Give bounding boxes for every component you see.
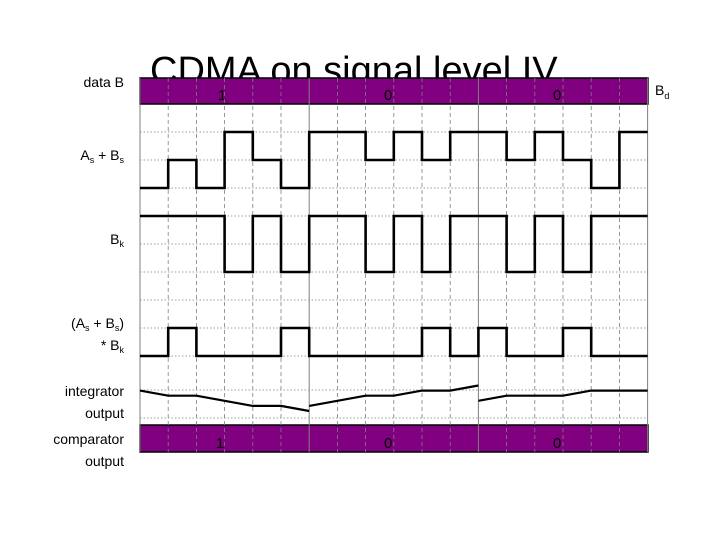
integrator-segment-2 [309, 384, 479, 407]
row-label-bk: Bk [110, 231, 124, 249]
integrator-segment-1 [139, 389, 310, 413]
row-label-product-line1: (As + Bs) [71, 315, 124, 333]
row-label-integrator-line2: output [85, 405, 124, 421]
comparator-bit-1: 1 [216, 435, 224, 452]
row-label-comparator-line1: comparator [53, 431, 124, 447]
row-label-data: data B [84, 74, 124, 90]
row-label-product-line2: * Bk [101, 337, 125, 355]
waveform-product [140, 326, 648, 358]
data-bit-3: 0 [553, 87, 561, 104]
bd-label: Bd [655, 82, 669, 101]
row-label-comparator-line2: output [85, 453, 124, 469]
data-bit-1: 1 [218, 87, 226, 104]
row-label-sum: As + Bs [80, 147, 124, 165]
waveform-bk [140, 214, 648, 274]
data-bit-2: 0 [384, 87, 392, 104]
integrator-segment-3 [478, 389, 648, 402]
waveform-as-plus-bs [140, 130, 648, 190]
row-label-integrator-line1: integrator [65, 383, 124, 399]
comparator-bit-3: 0 [553, 435, 561, 452]
comparator-bit-2: 0 [384, 435, 392, 452]
waveforms [139, 130, 648, 413]
